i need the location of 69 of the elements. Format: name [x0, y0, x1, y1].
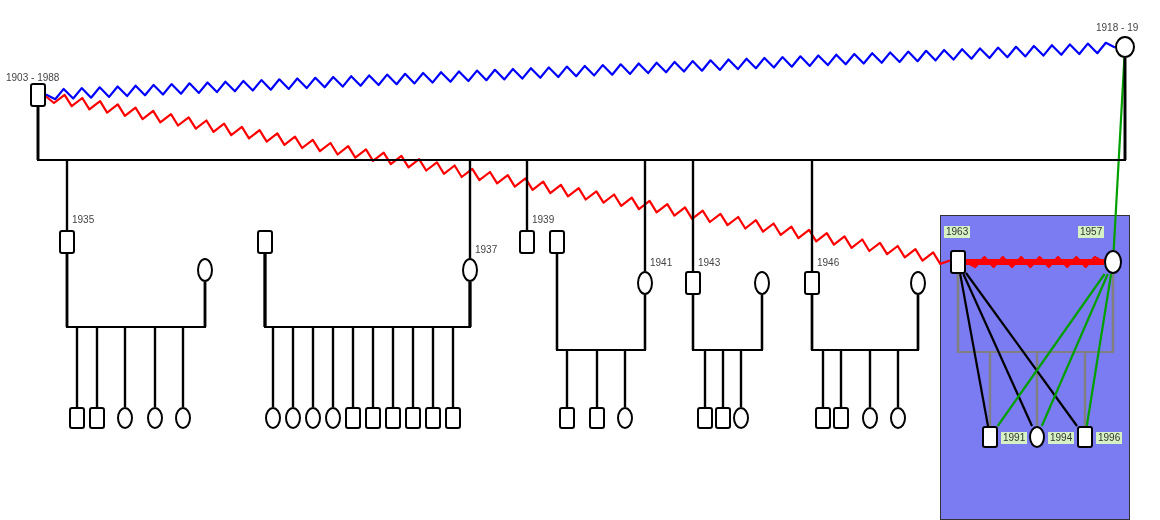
year-label: 1994 — [1048, 432, 1075, 444]
year-label: 1941 — [650, 257, 673, 269]
male-symbol — [982, 426, 998, 448]
descent-line — [623, 295, 647, 407]
descent-line — [181, 282, 207, 407]
female-symbol — [175, 407, 191, 429]
year-label: 1943 — [698, 257, 721, 269]
male-symbol — [425, 407, 441, 429]
male-symbol — [89, 407, 105, 429]
female-symbol — [733, 407, 749, 429]
connector-line — [965, 272, 1078, 427]
relationship-line — [45, 93, 950, 265]
male-symbol — [950, 250, 966, 274]
female-symbol — [890, 407, 906, 429]
year-label: 1957 — [1078, 226, 1105, 238]
female-symbol — [862, 407, 878, 429]
relationship-line — [45, 41, 1116, 101]
year-label: 1946 — [817, 257, 840, 269]
year-label: 1991 — [1001, 432, 1028, 444]
male-symbol — [385, 407, 401, 429]
male-symbol — [549, 230, 565, 254]
year-label: 1939 — [532, 214, 555, 226]
female-symbol — [147, 407, 163, 429]
year-label: 1963 — [944, 226, 971, 238]
female-symbol — [117, 407, 133, 429]
female-symbol — [617, 407, 633, 429]
male-symbol — [405, 407, 421, 429]
female-symbol — [285, 407, 301, 429]
descent-line — [451, 282, 472, 407]
male-symbol — [833, 407, 849, 429]
male-symbol — [804, 271, 820, 295]
connector-line — [966, 259, 1104, 265]
connector-line — [962, 273, 1033, 427]
year-label: 1937 — [475, 244, 498, 256]
year-label: 1935 — [72, 214, 95, 226]
female-symbol — [1029, 426, 1045, 448]
female-symbol — [305, 407, 321, 429]
male-symbol — [589, 407, 605, 429]
female-symbol — [754, 271, 770, 295]
male-symbol — [1077, 426, 1093, 448]
female-symbol — [325, 407, 341, 429]
descent-line — [739, 295, 764, 407]
female-symbol — [1115, 36, 1135, 58]
male-symbol — [559, 407, 575, 429]
male-symbol — [697, 407, 713, 429]
male-symbol — [815, 407, 831, 429]
male-symbol — [59, 230, 75, 254]
male-symbol — [365, 407, 381, 429]
female-symbol — [265, 407, 281, 429]
connector-line — [1112, 57, 1126, 251]
male-symbol — [715, 407, 731, 429]
female-symbol — [910, 271, 926, 295]
female-symbol — [462, 258, 478, 282]
male-symbol — [257, 230, 273, 254]
female-symbol — [637, 271, 653, 295]
male-symbol — [519, 230, 535, 254]
year-label: 1918 - 19 — [1096, 22, 1139, 34]
male-symbol — [69, 407, 85, 429]
female-symbol — [197, 258, 213, 282]
male-symbol — [30, 83, 46, 107]
female-symbol — [1104, 250, 1122, 274]
year-label: 1996 — [1096, 432, 1123, 444]
year-label: 1903 - 1988 — [6, 72, 60, 84]
male-symbol — [445, 407, 461, 429]
male-symbol — [345, 407, 361, 429]
highlight-panel — [940, 215, 1130, 520]
male-symbol — [685, 271, 701, 295]
descent-line — [896, 295, 920, 407]
descent-line — [810, 58, 1127, 271]
